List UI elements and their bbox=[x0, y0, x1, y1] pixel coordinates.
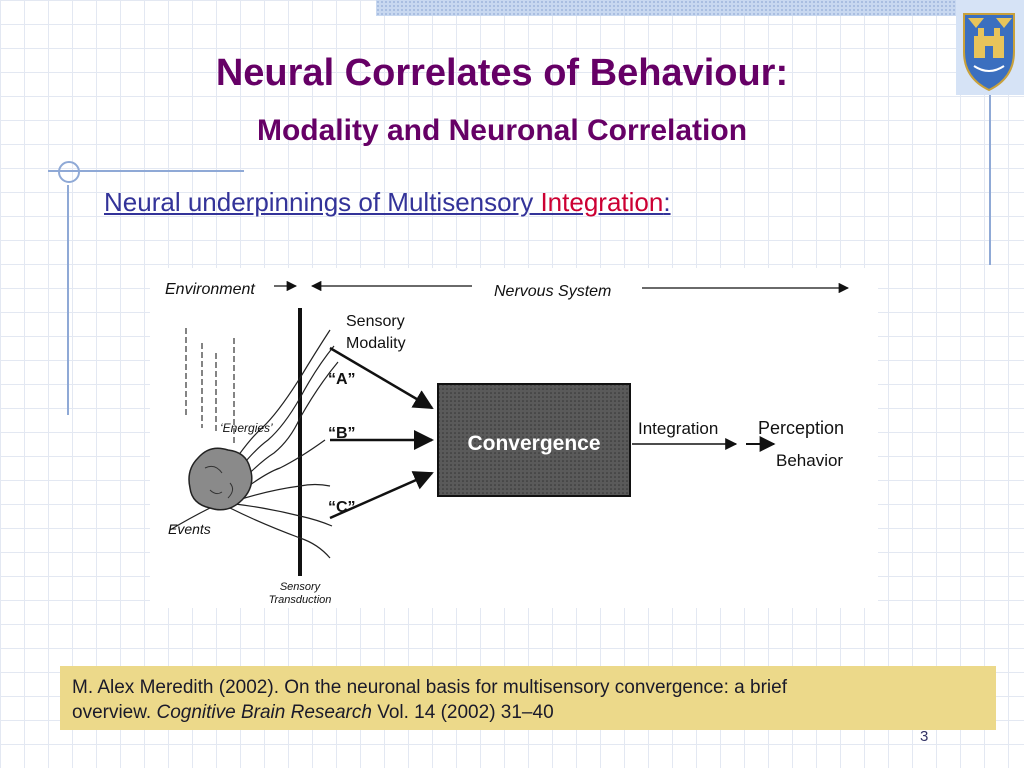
energy-wave bbox=[219, 329, 331, 484]
convergence-diagram: Environment Nervous System ‘Energies’ Ev… bbox=[150, 268, 878, 608]
citation-journal: Cognitive Brain Research bbox=[156, 702, 372, 723]
perception-label: Perception bbox=[758, 418, 844, 438]
crest-panel bbox=[956, 0, 1024, 95]
decorative-circle bbox=[58, 161, 80, 183]
sensory-modality-line2: Modality bbox=[346, 335, 406, 352]
energy-wave bbox=[237, 483, 331, 501]
heading-highlight: Integration bbox=[540, 187, 664, 217]
citation-box: M. Alex Meredith (2002). On the neuronal… bbox=[60, 666, 996, 730]
modality-c-arrow bbox=[329, 471, 434, 520]
top-decorative-band bbox=[376, 0, 956, 16]
decorative-line-right bbox=[989, 95, 991, 265]
slide-subtitle: Modality and Neuronal Correlation bbox=[256, 114, 748, 147]
behavior-label: Behavior bbox=[776, 451, 843, 470]
decorative-line-left bbox=[67, 185, 69, 415]
modality-b-label: “B” bbox=[328, 425, 356, 442]
transduction-line1: Sensory bbox=[280, 581, 322, 593]
energy-wave bbox=[229, 507, 331, 559]
convergence-box bbox=[437, 383, 631, 497]
energies-label: ‘Energies’ bbox=[220, 421, 273, 435]
modality-a-label: “A” bbox=[328, 371, 356, 388]
citation-line2: overview. Cognitive Brain Research Vol. … bbox=[72, 700, 984, 725]
modality-c-label: “C” bbox=[328, 499, 356, 516]
citation-line1: M. Alex Meredith (2002). On the neuronal… bbox=[72, 677, 787, 698]
citation-volume: Vol. 14 (2002) 31–40 bbox=[371, 702, 554, 723]
nervous-system-label: Nervous System bbox=[494, 283, 611, 300]
transduction-line2: Transduction bbox=[269, 594, 332, 606]
energy-wave bbox=[169, 507, 211, 531]
environment-label: Environment bbox=[165, 281, 255, 298]
heading-text: Neural underpinnings of Multisensory bbox=[104, 187, 541, 217]
event-rock-icon bbox=[188, 447, 253, 511]
convergence-label: Convergence bbox=[467, 432, 600, 455]
events-label: Events bbox=[168, 521, 211, 537]
energy-wave bbox=[234, 503, 333, 527]
heading-colon: : bbox=[663, 187, 671, 217]
slide-title: Neural Correlates of Behaviour: bbox=[215, 52, 789, 94]
energy-wave bbox=[229, 361, 339, 494]
page-number: 3 bbox=[920, 728, 929, 745]
university-crest-icon bbox=[963, 13, 1015, 92]
decorative-hline-left bbox=[48, 170, 244, 172]
modality-a-arrow bbox=[329, 346, 434, 410]
sensory-modality-line1: Sensory bbox=[346, 313, 405, 330]
integration-label: Integration bbox=[638, 419, 718, 438]
section-heading: Neural underpinnings of Multisensory Int… bbox=[104, 187, 671, 218]
citation-overview: overview. bbox=[72, 702, 157, 723]
